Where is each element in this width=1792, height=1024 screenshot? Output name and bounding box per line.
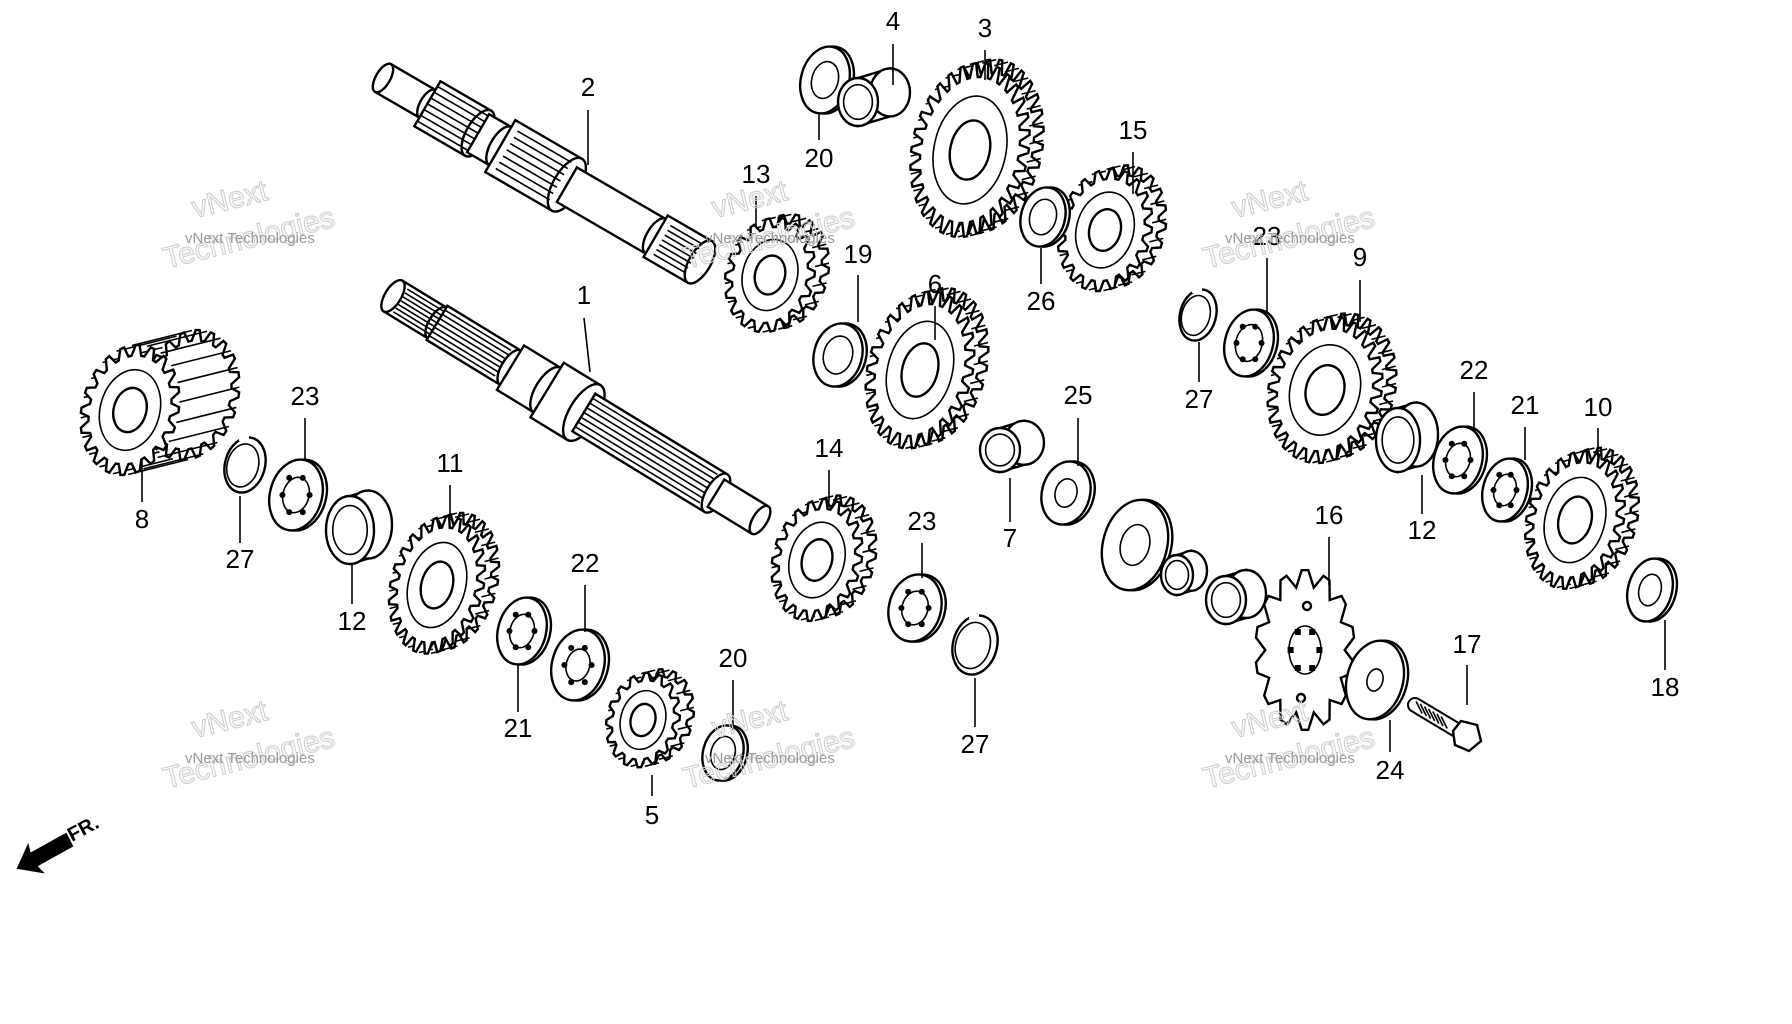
gear-14 <box>770 494 878 623</box>
callout-c26: 26 <box>1027 286 1056 316</box>
gear-9 <box>1266 312 1398 465</box>
circlip-27-lower-mid <box>951 611 999 676</box>
thrust-washer-26 <box>1019 186 1071 248</box>
svg-text:vNext: vNext <box>189 694 272 745</box>
svg-text:vNext: vNext <box>1229 694 1312 745</box>
thrust-washer-18 <box>1625 557 1679 623</box>
callout-c19: 19 <box>844 239 873 269</box>
gear-13 <box>723 213 831 334</box>
callout-c4: 4 <box>886 6 900 36</box>
callout-c3: 3 <box>978 13 992 43</box>
splined-washer-21-left <box>496 596 553 666</box>
svg-text:vNext Technologies: vNext Technologies <box>1225 230 1355 247</box>
callout-c9: 9 <box>1353 242 1367 272</box>
splined-washer-23-left <box>268 458 329 532</box>
front-direction-indicator: FR. <box>16 812 103 874</box>
callout-c14: 14 <box>815 433 844 463</box>
splined-washer-21-right <box>1480 457 1534 523</box>
lock-washer-22-right <box>1432 425 1489 495</box>
callout-c2: 2 <box>581 72 595 102</box>
needle-bearing-4 <box>836 66 912 128</box>
sprocket-bolt-17 <box>1407 697 1483 753</box>
callout-c18: 18 <box>1651 672 1680 702</box>
bushing-7 <box>978 419 1046 474</box>
callout-c16: 16 <box>1315 500 1344 530</box>
callout-c21a: 21 <box>504 713 533 743</box>
callout-c7: 7 <box>1003 523 1017 553</box>
countershaft <box>371 62 717 285</box>
front-arrow-icon <box>16 832 74 874</box>
fixing-plate-24 <box>1344 639 1410 721</box>
bearing-seal <box>1100 498 1174 592</box>
bushing-12-left <box>324 488 394 566</box>
gear-5 <box>604 667 696 769</box>
needle-bearing-small <box>1204 568 1268 626</box>
svg-text:vNext Technologies: vNext Technologies <box>185 230 315 247</box>
leader-line-c1 <box>583 317 591 373</box>
callout-c11: 11 <box>437 448 464 478</box>
svg-text:vNext Technologies: vNext Technologies <box>705 750 835 767</box>
lock-washer-22-left <box>550 628 611 702</box>
callout-c22b: 22 <box>1460 355 1489 385</box>
callout-c15: 15 <box>1119 115 1148 145</box>
leader-lines <box>141 44 1666 796</box>
callout-c20a: 20 <box>805 143 834 173</box>
callout-c5: 5 <box>645 800 659 830</box>
callout-c6: 6 <box>928 269 942 299</box>
mainshaft <box>380 278 772 536</box>
callout-labels: 1234567891011121213141516171819202021212… <box>135 6 1680 830</box>
callout-c24: 24 <box>1376 755 1405 785</box>
svg-text:vNext Technologies: vNext Technologies <box>1225 750 1355 767</box>
splined-washer-23-lower-mid <box>887 573 947 643</box>
gear-6 <box>864 286 990 450</box>
callout-c17: 17 <box>1453 629 1482 659</box>
svg-text:vNext Technologies: vNext Technologies <box>185 750 315 767</box>
bushing-12-right <box>1374 400 1440 474</box>
svg-text:vNext: vNext <box>709 694 792 745</box>
thrust-washer-25 <box>1040 460 1096 526</box>
svg-text:vNext: vNext <box>189 174 272 225</box>
gear-8 <box>79 328 241 477</box>
callout-c22a: 22 <box>571 548 600 578</box>
svg-text:vNext: vNext <box>1229 174 1312 225</box>
gear-3 <box>909 58 1045 239</box>
callout-c10: 10 <box>1584 392 1613 422</box>
callout-c23b: 23 <box>908 506 937 536</box>
circlip-27-upper-right <box>1178 285 1218 342</box>
callout-c23c: 23 <box>1253 221 1282 251</box>
callout-c21b: 21 <box>1511 390 1540 420</box>
callout-c12b: 12 <box>1408 515 1437 545</box>
circlip-27-left <box>223 433 267 494</box>
callout-c23a: 23 <box>291 381 320 411</box>
callout-c8: 8 <box>135 504 149 534</box>
callout-c27a: 27 <box>226 544 255 574</box>
thrust-washer-20-bottom <box>701 724 749 782</box>
gear-11 <box>387 511 501 655</box>
splined-washer-23-upper-right <box>1223 308 1280 378</box>
callout-c20b: 20 <box>719 643 748 673</box>
callout-c12a: 12 <box>338 606 367 636</box>
callout-c13: 13 <box>742 159 771 189</box>
thrust-washer-19 <box>812 322 868 388</box>
callout-c27c: 27 <box>1185 384 1214 414</box>
callout-c25: 25 <box>1064 380 1093 410</box>
callout-c1: 1 <box>577 280 591 310</box>
collar <box>1159 549 1209 597</box>
gear-15 <box>1056 164 1168 293</box>
gear-10 <box>1523 446 1641 590</box>
svg-text:vNext Technologies: vNext Technologies <box>705 230 835 247</box>
parts-layer <box>79 45 1679 782</box>
callout-c27b: 27 <box>961 729 990 759</box>
